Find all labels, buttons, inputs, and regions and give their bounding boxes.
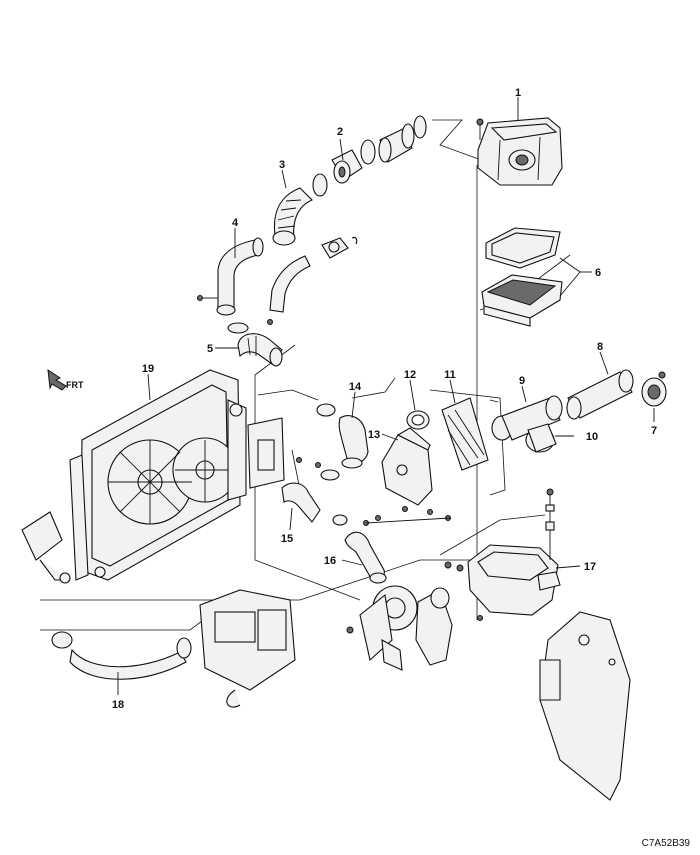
callout-labels: 1 2 3 4 5 6 7 8 9 10 11 12 13 14 15 16 1…: [112, 87, 657, 711]
hose-clamp-icon: [360, 139, 376, 165]
turbo-inlet-hose: [344, 531, 387, 584]
charge-hose-upper: [316, 403, 369, 469]
air-filter-element: [481, 274, 563, 327]
hose-coupler: [525, 423, 557, 453]
radiator-fan-assembly: [21, 369, 247, 584]
callout-9: 9: [519, 375, 525, 387]
sensor-connector: [321, 236, 358, 259]
front-direction-indicator: FRT: [47, 368, 84, 391]
callout-19: 19: [142, 363, 154, 375]
resonator-bracket: [363, 427, 451, 526]
callout-2: 2: [337, 126, 343, 138]
charge-air-flange: [247, 417, 321, 489]
callout-12: 12: [404, 369, 416, 381]
air-cleaner-cover: [477, 117, 563, 186]
bolt-icon: [476, 118, 484, 126]
callout-13: 13: [368, 429, 380, 441]
callout-14: 14: [349, 381, 362, 393]
callout-5: 5: [207, 343, 213, 355]
corrugated-intake-hose: [272, 187, 313, 246]
callout-11: 11: [444, 369, 456, 381]
maf-sensor: [331, 149, 363, 184]
charge-hose-lower: [281, 469, 348, 526]
callout-18: 18: [112, 699, 124, 711]
hose-clamp-icon: [312, 173, 328, 197]
small-hose: [269, 255, 311, 313]
diagram-code: C7A52B39: [642, 838, 691, 849]
lower-intake-elbow: [237, 333, 283, 367]
hose-clamp-icon: [227, 322, 249, 334]
hose-clamp-icon: [413, 115, 427, 139]
intake-pipe: [566, 369, 634, 420]
callout-15: 15: [281, 533, 293, 545]
callout-1: 1: [515, 87, 521, 99]
coolant-hose: [51, 631, 192, 680]
inlet-snorkel: [641, 371, 667, 407]
callout-6: 6: [595, 267, 601, 279]
callout-8: 8: [597, 341, 603, 353]
callout-7: 7: [651, 425, 657, 437]
bolt-icon: [267, 319, 273, 325]
inlet-guard: [441, 397, 489, 471]
callout-3: 3: [279, 159, 285, 171]
turbocharger: [346, 564, 464, 671]
mounting-panel: [539, 611, 631, 801]
intake-duct-coupler: [378, 123, 415, 163]
seal-ring: [406, 410, 430, 430]
bolt-icon: [197, 295, 203, 301]
front-indicator-label: FRT: [66, 380, 84, 390]
bolt-icon: [444, 561, 452, 569]
intake-duct: [489, 395, 563, 441]
air-cleaner-housing: [467, 488, 561, 621]
callout-4: 4: [232, 217, 239, 229]
engine-intake-manifold: [199, 589, 296, 708]
intake-hose-bend: [216, 237, 264, 316]
callout-leaders: [117, 97, 655, 695]
callout-10: 10: [586, 431, 598, 443]
callout-17: 17: [584, 561, 596, 573]
air-filter-gasket: [485, 227, 561, 269]
callout-16: 16: [324, 555, 336, 567]
